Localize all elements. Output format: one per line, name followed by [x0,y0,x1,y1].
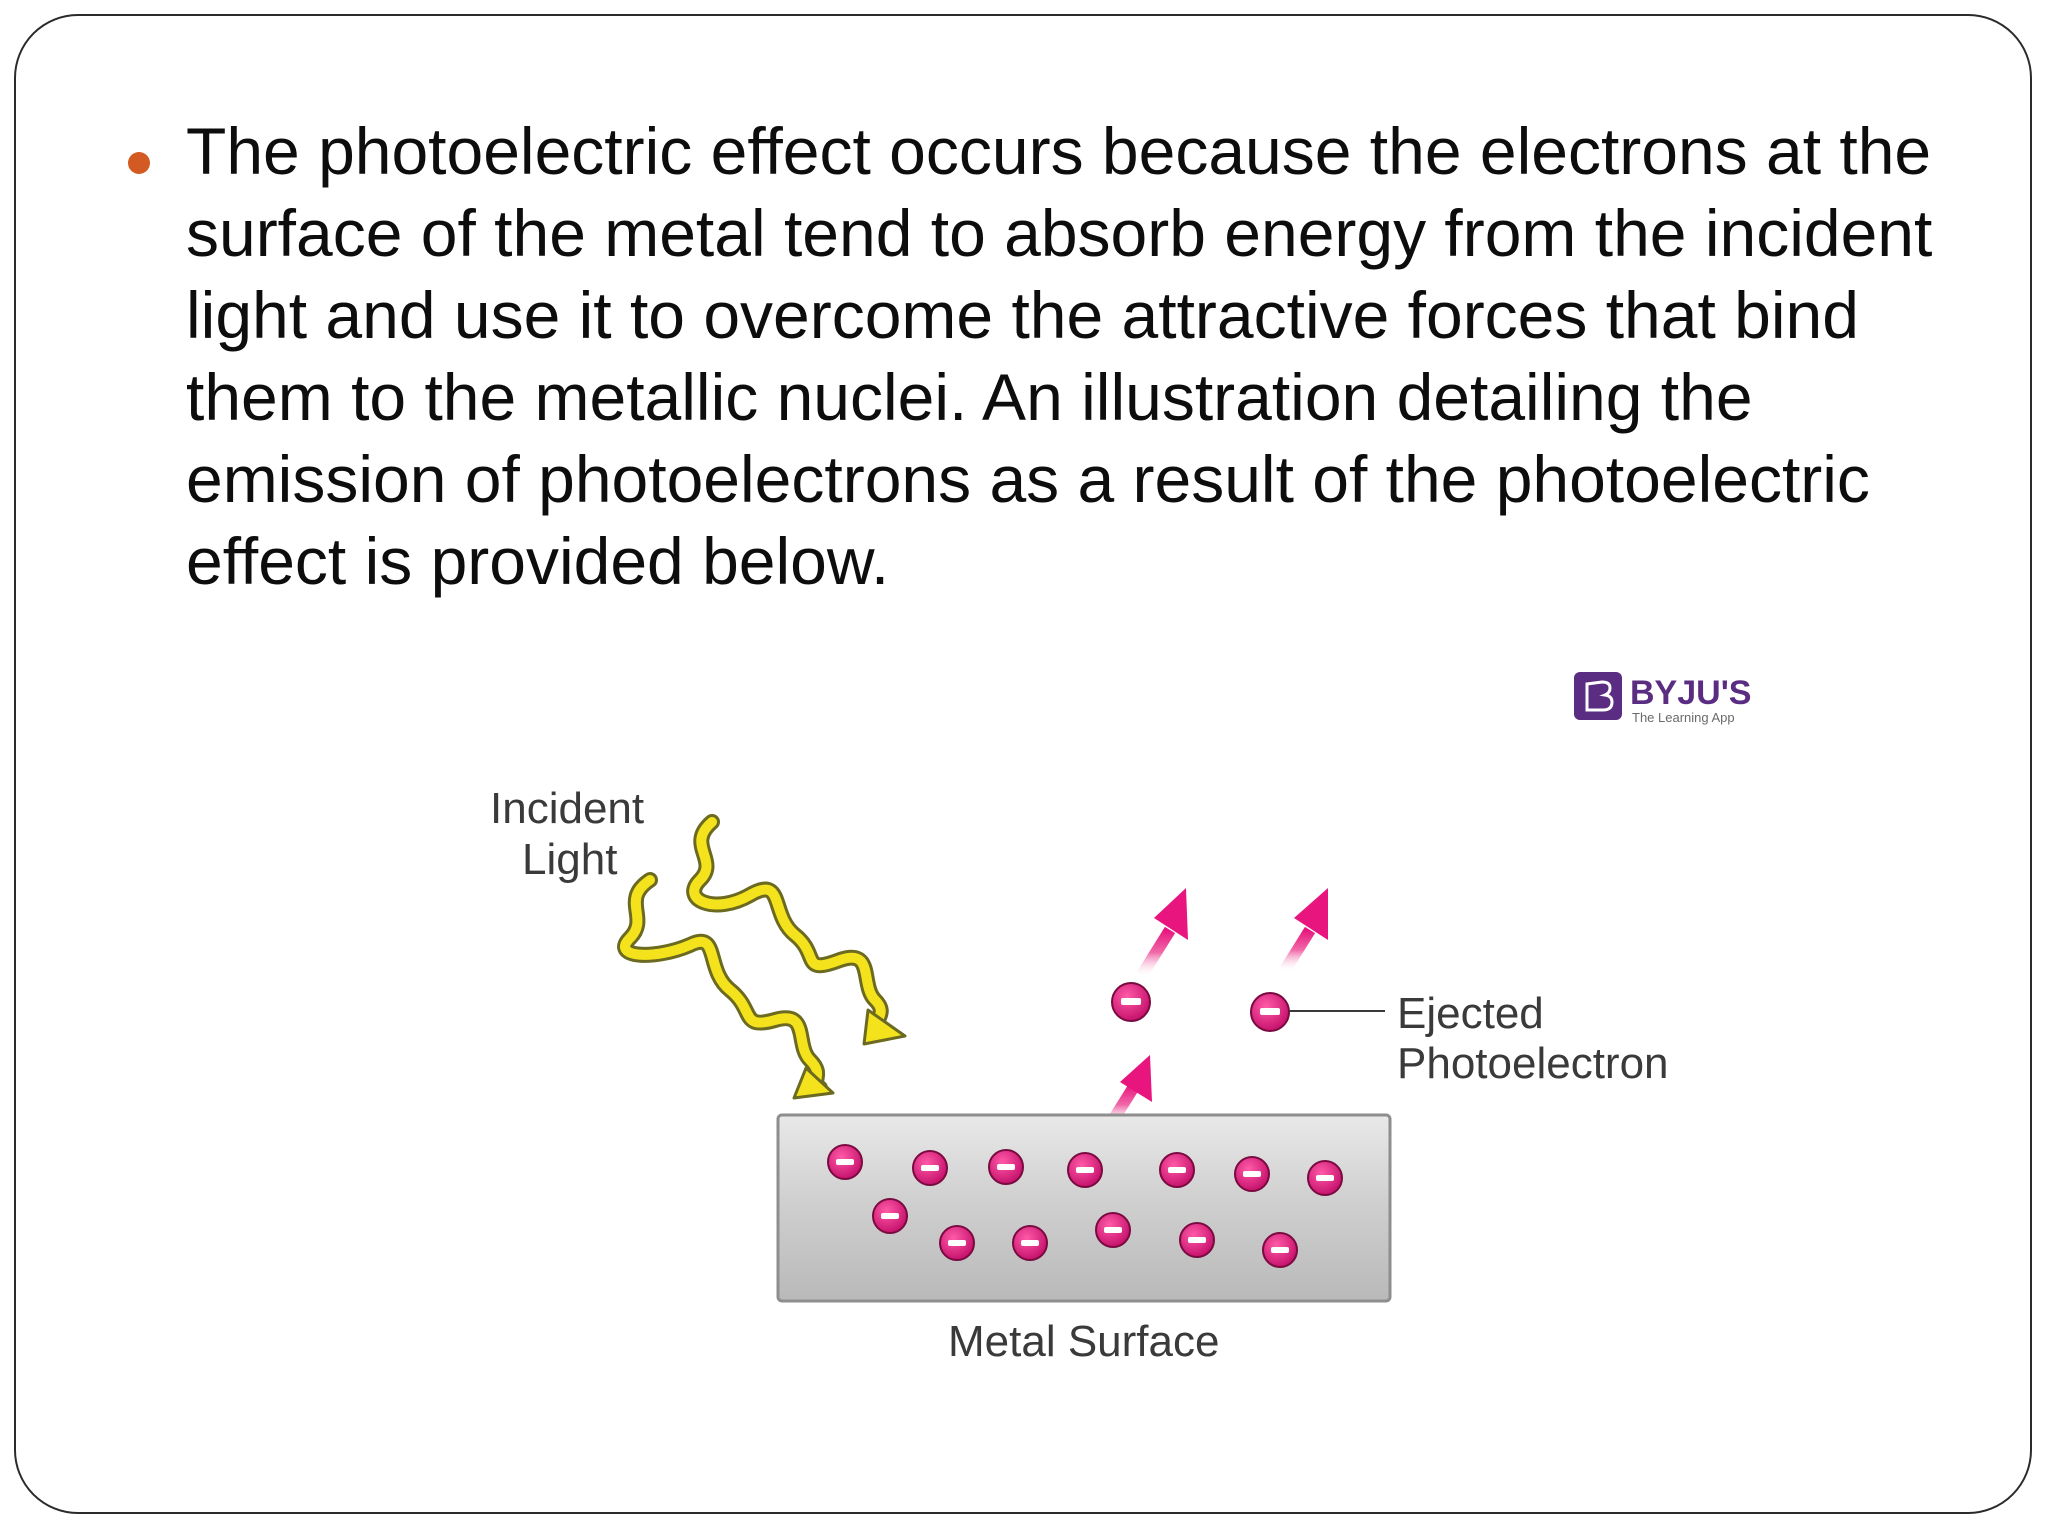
bullet-dot [128,152,150,174]
bullet-paragraph: The photoelectric effect occurs because … [186,114,1933,598]
